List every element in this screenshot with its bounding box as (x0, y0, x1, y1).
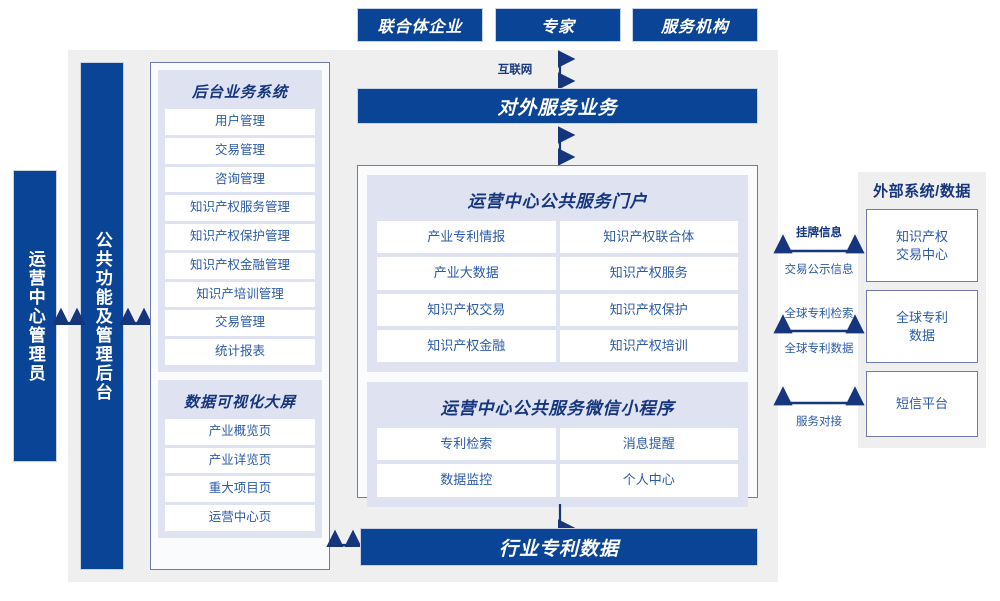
external-service-bar-label: 对外服务业务 (497, 97, 618, 119)
top-actor-box-1[interactable]: 专家 (495, 8, 621, 42)
external-box-global-patent-data[interactable]: 全球专利 数据 (866, 290, 978, 363)
list-item[interactable]: 统计报表 (165, 339, 315, 365)
internet-label: 互联网 (497, 64, 533, 76)
external-service-bar[interactable]: 对外服务业务 (357, 88, 758, 124)
industry-patent-data-bar[interactable]: 行业专利数据 (360, 528, 758, 566)
internet-connector (545, 50, 576, 90)
list-item[interactable]: 交易管理 (165, 310, 315, 336)
list-item[interactable]: 知识产权服务 (559, 257, 738, 290)
dataviz-to-data-connector (326, 529, 362, 558)
industry-patent-data-label: 行业专利数据 (498, 538, 619, 560)
external-connector-2 (773, 386, 865, 414)
external-systems-title: 外部系统/数据 (873, 183, 971, 200)
list-item[interactable]: 产业专利情报 (377, 221, 556, 254)
list-item[interactable]: 产业大数据 (377, 257, 556, 290)
portal-to-data-connector (545, 498, 576, 537)
list-item[interactable]: 知识产权保护管理 (165, 224, 315, 250)
list-item[interactable]: 产业概览页 (165, 418, 315, 445)
list-item[interactable]: 用户管理 (165, 109, 315, 135)
top-actor-label: 专家 (540, 19, 575, 36)
backend-to-systems-connector (119, 307, 153, 336)
backoffice-list: 用户管理 交易管理 咨询管理 知识产权服务管理 知识产权保护管理 知识产权金融管… (165, 109, 315, 365)
external-systems-panel: 外部系统/数据 知识产权 交易中心 全球专利 数据 短信平台 (858, 172, 986, 448)
list-item[interactable]: 知识产权保护 (559, 293, 738, 326)
list-item[interactable]: 知识产培训管理 (165, 281, 315, 308)
top-actor-label: 联合体企业 (377, 19, 463, 36)
list-item[interactable]: 知识产权联合体 (559, 221, 738, 254)
portal-group: 运营中心公共服务门户 产业专利情报 知识产权联合体 产业大数据 知识产权服务 知… (367, 175, 748, 373)
left-column-common-backend[interactable]: 公共功能及管理后台 (80, 62, 124, 570)
list-item[interactable]: 专利检索 (377, 428, 556, 461)
miniprogram-group: 运营中心公共服务微信小程序 专利检索 消息提醒 数据监控 个人中心 (367, 382, 748, 507)
external-connector-0 (773, 234, 865, 262)
list-item[interactable]: 消息提醒 (559, 428, 738, 461)
backoffice-dataviz-card: 后台业务系统 用户管理 交易管理 咨询管理 知识产权服务管理 知识产权保护管理 … (150, 62, 330, 570)
top-actor-box-0[interactable]: 联合体企业 (357, 8, 483, 42)
list-item[interactable]: 产业详览页 (165, 447, 315, 474)
external-box-ip-trading-center[interactable]: 知识产权 交易中心 (866, 209, 978, 282)
list-item[interactable]: 交易管理 (165, 137, 315, 164)
portal-card: 运营中心公共服务门户 产业专利情报 知识产权联合体 产业大数据 知识产权服务 知… (357, 165, 758, 507)
external-connector-1-label-above: 全球专利检索 (784, 308, 854, 320)
backoffice-title: 后台业务系统 (191, 84, 288, 101)
list-item[interactable]: 知识产权交易 (377, 293, 556, 326)
left-column-operator-label: 运营中心管理员 (25, 249, 45, 383)
left-column-common-backend-label: 公共功能及管理后台 (92, 230, 112, 402)
list-item[interactable]: 知识产权服务管理 (165, 195, 315, 221)
list-item[interactable]: 知识产权培训 (559, 329, 738, 363)
dataviz-list: 产业概览页 产业详览页 重大项目页 运营中心页 (165, 418, 315, 531)
list-item[interactable]: 重大项目页 (165, 476, 315, 502)
list-item[interactable]: 知识产权金融 (377, 329, 556, 363)
portal-grid: 产业专利情报 知识产权联合体 产业大数据 知识产权服务 知识产权交易 知识产权保… (377, 221, 738, 363)
external-box-sms-platform[interactable]: 短信平台 (866, 371, 978, 437)
backoffice-group: 后台业务系统 用户管理 交易管理 咨询管理 知识产权服务管理 知识产权保护管理 … (158, 70, 322, 372)
list-item[interactable]: 数据监控 (377, 464, 556, 497)
list-item[interactable]: 知识产权金融管理 (165, 252, 315, 279)
portal-title: 运营中心公共服务门户 (467, 192, 648, 211)
external-connector-1 (773, 314, 865, 342)
external-connector-2-label-below: 服务对接 (796, 416, 842, 428)
top-actor-label: 服务机构 (660, 19, 729, 36)
operator-to-backend-connector (52, 307, 86, 336)
miniprogram-title: 运营中心公共服务微信小程序 (440, 399, 675, 419)
external-connector-0-label-below: 交易公示信息 (784, 264, 854, 276)
external-connector-0-label-above: 挂牌信息 (796, 227, 842, 239)
list-item[interactable]: 运营中心页 (165, 505, 315, 531)
dataviz-title: 数据可视化大屏 (183, 393, 296, 411)
list-item[interactable]: 个人中心 (559, 464, 738, 497)
dataviz-group: 数据可视化大屏 产业概览页 产业详览页 重大项目页 运营中心页 (158, 379, 322, 538)
top-actor-box-2[interactable]: 服务机构 (632, 8, 758, 42)
left-column-operator[interactable]: 运营中心管理员 (13, 170, 57, 462)
miniprogram-grid: 专利检索 消息提醒 数据监控 个人中心 (377, 428, 738, 497)
external-connector-1-label-below: 全球专利数据 (784, 343, 854, 355)
service-to-portal-connector (545, 126, 576, 166)
list-item[interactable]: 咨询管理 (165, 166, 315, 193)
